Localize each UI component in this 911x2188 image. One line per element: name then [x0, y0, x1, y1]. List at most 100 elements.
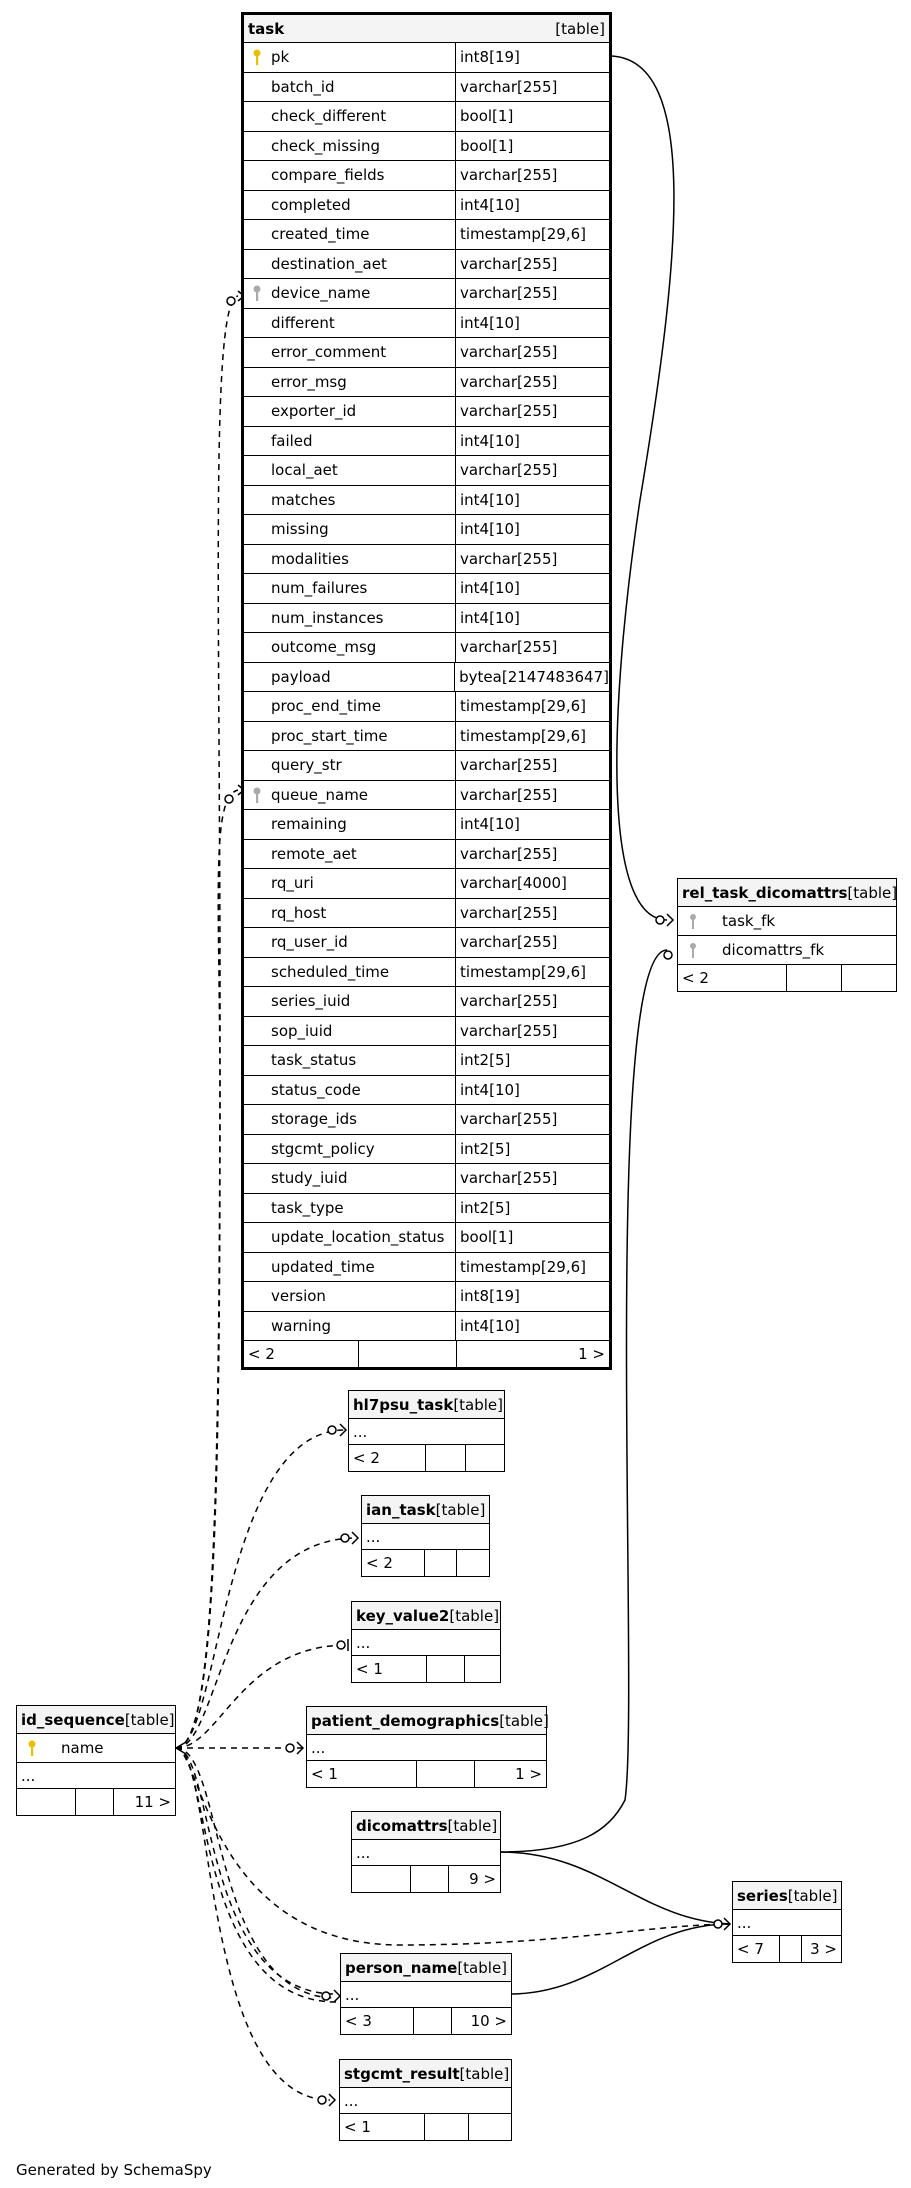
footer-parents: < 1 — [311, 1765, 338, 1783]
marker-hl7psu — [327, 1425, 337, 1435]
table-id-sequence[interactable]: id_sequence [table] name ... 11 > — [16, 1705, 176, 1816]
table-footer: 9 > — [352, 1866, 500, 1892]
table-header: task [table] — [244, 15, 609, 43]
foreign-key-icon — [690, 914, 696, 929]
column-type: int4[10] — [460, 431, 520, 450]
column-type: varchar[255] — [460, 77, 558, 96]
column-name-cell: proc_end_time — [244, 692, 456, 721]
column-name: storage_ids — [271, 1110, 357, 1129]
column-name-cell: device_name — [244, 279, 456, 308]
columns-ellipsis: ... — [362, 1524, 489, 1550]
column-name: status_code — [271, 1080, 361, 1099]
column-name: queue_name — [271, 785, 369, 804]
table-footer: < 2 — [678, 965, 896, 991]
column-name: error_comment — [271, 343, 387, 362]
column-name-cell: destination_aet — [244, 249, 456, 278]
column-type: varchar[255] — [460, 903, 558, 922]
footer-parents: < 7 — [737, 1940, 764, 1958]
table-footer: < 7 3 > — [733, 1936, 841, 1962]
column-name: proc_start_time — [271, 726, 388, 745]
table-header: dicomattrs [table] — [352, 1812, 500, 1840]
footer-mid — [424, 1550, 456, 1576]
footer-mid — [75, 1789, 113, 1815]
foreign-key-icon — [253, 285, 261, 301]
table-header: stgcmt_result [table] — [340, 2060, 511, 2088]
column-name: warning — [271, 1316, 332, 1335]
footer-mid — [358, 1341, 456, 1367]
foreign-key-icon — [253, 787, 261, 803]
column-name-cell: num_failures — [244, 574, 456, 603]
table-header: person_name [table] — [341, 1954, 511, 1982]
column-type: int4[10] — [460, 1080, 520, 1099]
column-type: varchar[255] — [460, 638, 558, 657]
table-kind: [table] — [453, 1395, 504, 1414]
table-name: hl7psu_task — [353, 1395, 454, 1414]
table-footer: < 1 1 > — [307, 1761, 546, 1787]
column-name: query_str — [271, 756, 342, 775]
edge-idseq-task-device — [175, 295, 239, 1749]
table-name: series — [737, 1886, 788, 1905]
column-name: failed — [271, 431, 313, 450]
table-ian-task[interactable]: ian_task [table] ... < 2 — [361, 1495, 490, 1577]
edge-idseq-task-queue — [175, 789, 239, 1749]
table-person-name[interactable]: person_name [table] ... < 3 10 > — [340, 1953, 512, 2035]
column-name-cell: error_comment — [244, 338, 456, 367]
column-type: varchar[255] — [460, 549, 558, 568]
table-series[interactable]: series [table] ... < 7 3 > — [732, 1881, 842, 1963]
table-patient-demographics[interactable]: patient_demographics [table] ... < 1 1 > — [306, 1706, 549, 1788]
table-header: series [table] — [733, 1882, 841, 1910]
column-name: destination_aet — [271, 254, 387, 273]
footer-children: 1 > — [474, 1761, 546, 1787]
table-dicomattrs[interactable]: dicomattrs [table] ... 9 > — [351, 1811, 501, 1893]
table-key-value2[interactable]: key_value2 [table] ... < 1 — [351, 1601, 501, 1683]
footer-children: 10 > — [451, 2008, 511, 2034]
edge-idseq-person1 — [175, 1747, 337, 1995]
footer-children — [468, 2114, 511, 2140]
generator-note: Generated by SchemaSpy — [16, 2161, 212, 2179]
column-row: destination_aet varchar[255] — [244, 249, 609, 279]
table-name: stgcmt_result — [344, 2064, 460, 2083]
column-name: num_failures — [271, 579, 368, 598]
columns-ellipsis: ... — [17, 1763, 175, 1789]
column-name-cell: modalities — [244, 544, 456, 573]
footer-mid — [779, 1936, 801, 1962]
table-header: ian_task [table] — [362, 1496, 489, 1524]
column-type: varchar[255] — [460, 785, 558, 804]
column-name-cell: compare_fields — [244, 161, 456, 190]
column-type: int4[10] — [460, 815, 520, 834]
footer-parents: < 2 — [682, 969, 709, 987]
table-hl7psu-task[interactable]: hl7psu_task [table] ... < 2 — [348, 1390, 505, 1472]
footer-parents — [352, 1866, 410, 1892]
column-name-cell: remaining — [244, 810, 456, 839]
columns-ellipsis: ... — [340, 2088, 511, 2114]
column-type: int8[19] — [460, 1287, 520, 1306]
column-type: varchar[255] — [460, 254, 558, 273]
column-name: stgcmt_policy — [271, 1139, 375, 1158]
edge-dicomattrs-rel — [499, 949, 668, 1853]
table-kind: [table] — [449, 1606, 500, 1625]
column-type: varchar[255] — [460, 461, 558, 480]
columns-ellipsis: ... — [352, 1840, 500, 1866]
table-rel-task-dicomattrs[interactable]: rel_task_dicomattrs [table] task_fk dico… — [677, 878, 897, 992]
table-stgcmt-result[interactable]: stgcmt_result [table] ... < 1 — [339, 2059, 512, 2141]
column-type: int4[10] — [460, 490, 520, 509]
column-name-cell: study_iuid — [244, 1164, 456, 1193]
column-type: int2[5] — [460, 1051, 511, 1070]
column-row: failed int4[10] — [244, 426, 609, 456]
